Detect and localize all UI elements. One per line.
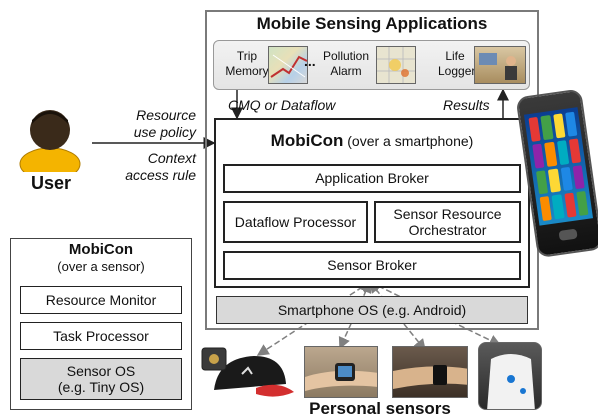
app-pollution-alarm: Pollution Alarm bbox=[318, 46, 418, 86]
mobicon-phone-subtitle: (over a smartphone) bbox=[347, 133, 474, 149]
orchestrator-line1: Sensor Resource bbox=[393, 205, 502, 222]
sensor-arm-photo bbox=[392, 346, 468, 398]
resource-monitor: Resource Monitor bbox=[20, 286, 182, 314]
app-label-line1: Life bbox=[445, 49, 465, 63]
smartphone-os: Smartphone OS (e.g. Android) bbox=[216, 296, 528, 324]
sensor-os: Sensor OS (e.g. Tiny OS) bbox=[20, 358, 182, 400]
dataflow-processor: Dataflow Processor bbox=[223, 201, 368, 243]
mobicon-sensor-subtitle: (over a sensor) bbox=[57, 259, 145, 274]
sensor-body-photo bbox=[478, 342, 542, 410]
cmq-dataflow-label: CMQ or Dataflow bbox=[228, 97, 336, 113]
mobicon-phone-title: MobiCon bbox=[270, 131, 344, 150]
sensor-cap-photo bbox=[196, 344, 296, 402]
rule-line1: Context bbox=[147, 150, 196, 166]
pollution-alarm-map-image bbox=[376, 46, 416, 84]
app-life-logger: Life Logger bbox=[438, 46, 530, 86]
app-label-line2: Logger bbox=[438, 64, 476, 78]
application-broker: Application Broker bbox=[223, 164, 521, 193]
user-label: User bbox=[30, 173, 72, 193]
orchestrator-line2: Orchestrator bbox=[408, 222, 487, 238]
app-label-line1: Trip bbox=[236, 49, 258, 63]
results-label: Results bbox=[443, 97, 490, 113]
sensor-os-line1: Sensor OS bbox=[66, 362, 136, 379]
mobicon-phone-heading: MobiCon (over a smartphone) bbox=[214, 131, 530, 151]
personal-sensors-label: Personal sensors bbox=[309, 399, 451, 418]
sensor-wrist-photo bbox=[304, 346, 378, 398]
sensor-broker: Sensor Broker bbox=[223, 251, 521, 280]
mobicon-sensor-title: MobiCon bbox=[68, 241, 134, 258]
sensor-os-line2: (e.g. Tiny OS) bbox=[57, 379, 145, 395]
resource-use-policy-label: Resource use policy bbox=[104, 107, 196, 141]
context-access-rule-label: Context access rule bbox=[104, 150, 196, 184]
policy-line2: use policy bbox=[133, 123, 196, 140]
app-trip-memory: Trip Memory bbox=[224, 46, 324, 86]
app-label-line1: Pollution bbox=[322, 49, 370, 63]
policy-line1: Resource bbox=[136, 107, 196, 123]
trip-memory-map-image bbox=[268, 46, 308, 84]
task-processor: Task Processor bbox=[20, 322, 182, 350]
sensor-resource-orchestrator: Sensor Resource Orchestrator bbox=[374, 201, 521, 243]
user-icon bbox=[18, 106, 82, 181]
app-label-line2: Memory bbox=[225, 64, 269, 78]
app-label-line2: Alarm bbox=[330, 64, 362, 78]
rule-line2: access rule bbox=[125, 166, 196, 183]
apps-title: Mobile Sensing Applications bbox=[256, 14, 488, 33]
life-logger-photo bbox=[474, 46, 526, 84]
apps-ellipsis: ... bbox=[304, 53, 316, 69]
